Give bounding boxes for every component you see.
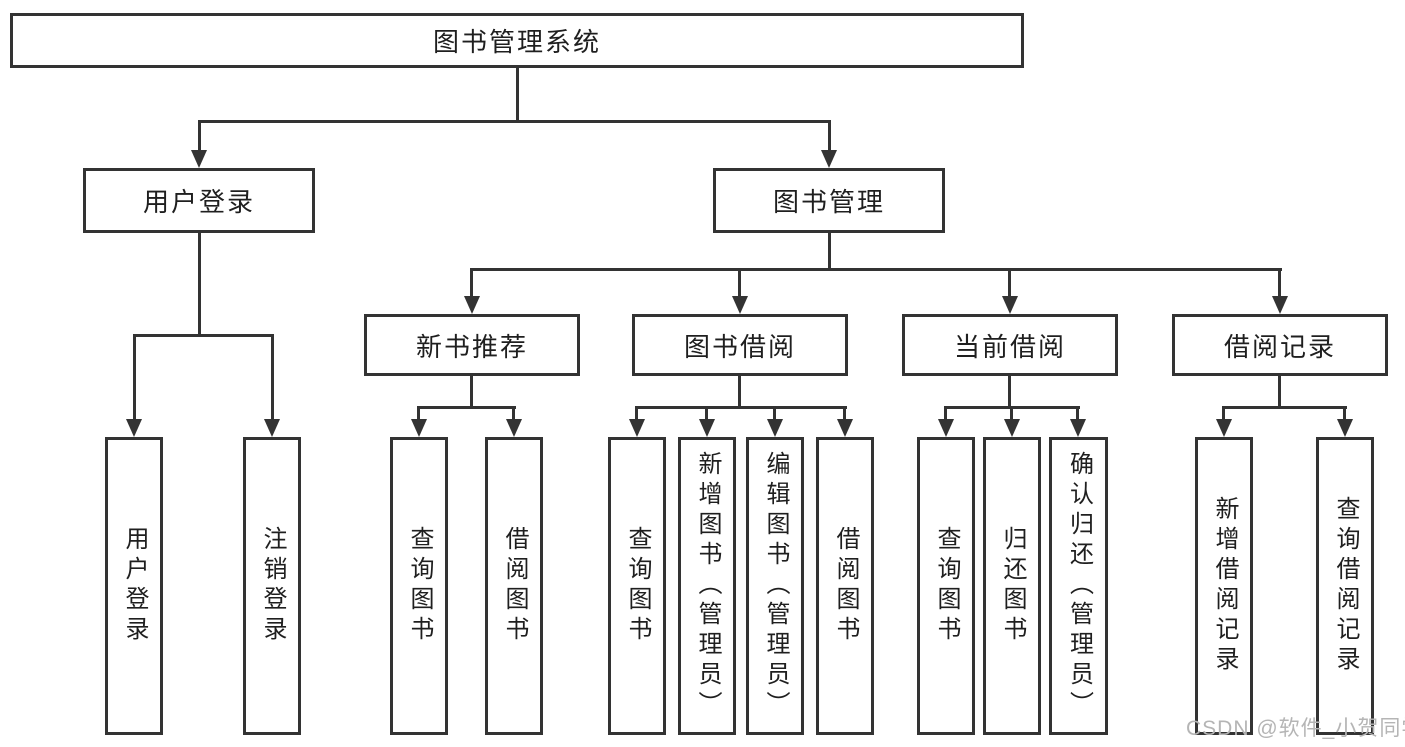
arrowhead-down — [938, 419, 954, 437]
connector-line — [1343, 406, 1346, 421]
leaf-query-books-borrowing-label: 查询图书 — [624, 526, 651, 646]
node-book-management-label: 图书管理 — [772, 187, 885, 217]
connector-line — [773, 406, 776, 421]
connector-line — [271, 334, 274, 421]
connector-line — [828, 120, 831, 152]
node-root-library-management-system: 图书管理系统 — [10, 13, 1024, 68]
arrowhead-down — [1272, 296, 1288, 314]
connector-line — [1076, 406, 1079, 421]
arrowhead-down — [1070, 419, 1086, 437]
arrowhead-down — [629, 419, 645, 437]
leaf-query-books-current-label: 查询图书 — [933, 526, 960, 646]
node-book-borrowing: 图书借阅 — [632, 314, 848, 376]
connector-line — [512, 406, 515, 421]
arrowhead-down — [191, 150, 207, 168]
arrowhead-down — [1216, 419, 1232, 437]
leaf-add-books-admin-label: 新增图书（管理员） — [694, 451, 721, 721]
leaf-borrow-books-borrowing-label: 借阅图书 — [832, 526, 859, 646]
connector-line — [198, 233, 201, 336]
leaf-borrow-books-borrowing: 借阅图书 — [816, 437, 874, 735]
leaf-user-login: 用户登录 — [105, 437, 163, 735]
arrowhead-down — [464, 296, 480, 314]
leaf-query-books-recommend-label: 查询图书 — [406, 526, 433, 646]
watermark: CSDN @软件_小贺同学 — [1186, 717, 1405, 740]
connector-line — [470, 268, 473, 298]
connector-line — [738, 268, 741, 298]
node-new-book-recommend-label: 新书推荐 — [415, 331, 528, 362]
arrowhead-down — [699, 419, 715, 437]
connector-line — [1008, 268, 1011, 298]
node-book-management: 图书管理 — [713, 168, 945, 233]
node-user-login: 用户登录 — [83, 168, 315, 233]
connector-line — [705, 406, 708, 421]
leaf-edit-books-admin: 编辑图书（管理员） — [746, 437, 804, 735]
connector-line — [828, 233, 831, 270]
connector-line — [417, 406, 420, 421]
connector-line — [470, 268, 1282, 271]
connector-line — [198, 120, 831, 123]
node-current-borrowing: 当前借阅 — [902, 314, 1118, 376]
node-root-label: 图书管理系统 — [432, 27, 601, 57]
connector-line — [1222, 406, 1347, 409]
leaf-return-books: 归还图书 — [983, 437, 1041, 735]
leaf-query-borrow-record-label: 查询借阅记录 — [1332, 496, 1359, 676]
leaf-logout: 注销登录 — [243, 437, 301, 735]
leaf-query-books-borrowing: 查询图书 — [608, 437, 666, 735]
connector-line — [1222, 406, 1225, 421]
arrowhead-down — [1002, 296, 1018, 314]
connector-line — [1010, 406, 1013, 421]
arrowhead-down — [821, 150, 837, 168]
leaf-query-borrow-record: 查询借阅记录 — [1316, 437, 1374, 735]
leaf-confirm-return-admin-label: 确认归还（管理员） — [1065, 451, 1093, 721]
leaf-user-login-label: 用户登录 — [121, 526, 148, 646]
node-user-login-label: 用户登录 — [142, 187, 255, 217]
arrowhead-down — [1337, 419, 1353, 437]
arrowhead-down — [1004, 419, 1020, 437]
connector-line — [738, 376, 741, 408]
connector-line — [1008, 376, 1011, 408]
connector-line — [133, 334, 136, 421]
connector-line — [944, 406, 947, 421]
connector-line — [133, 334, 274, 337]
node-borrowing-records: 借阅记录 — [1172, 314, 1388, 376]
arrowhead-down — [837, 419, 853, 437]
arrowhead-down — [506, 419, 522, 437]
node-borrowing-records-label: 借阅记录 — [1223, 331, 1336, 362]
connector-line — [417, 406, 516, 409]
connector-line — [198, 120, 201, 152]
connector-line — [470, 376, 473, 408]
arrowhead-down — [264, 419, 280, 437]
leaf-confirm-return-admin: 确认归还（管理员） — [1049, 437, 1108, 735]
arrowhead-down — [411, 419, 427, 437]
arrowhead-down — [767, 419, 783, 437]
leaf-logout-label: 注销登录 — [259, 526, 286, 646]
connector-line — [1278, 268, 1281, 298]
leaf-add-borrow-record-label: 新增借阅记录 — [1211, 496, 1238, 676]
node-current-borrowing-label: 当前借阅 — [953, 331, 1066, 362]
leaf-edit-books-admin-label: 编辑图书（管理员） — [762, 451, 789, 721]
leaf-add-borrow-record: 新增借阅记录 — [1195, 437, 1253, 735]
leaf-query-books-recommend: 查询图书 — [390, 437, 448, 735]
connector-line — [635, 406, 638, 421]
leaf-borrow-books-recommend: 借阅图书 — [485, 437, 543, 735]
connector-line — [843, 406, 846, 421]
arrowhead-down — [126, 419, 142, 437]
connector-line — [1278, 376, 1281, 408]
arrowhead-down — [732, 296, 748, 314]
node-new-book-recommend: 新书推荐 — [364, 314, 580, 376]
leaf-return-books-label: 归还图书 — [999, 526, 1026, 646]
connector-line — [516, 68, 519, 122]
node-book-borrowing-label: 图书借阅 — [683, 331, 796, 362]
leaf-query-books-current: 查询图书 — [917, 437, 975, 735]
connector-line — [635, 406, 847, 409]
leaf-add-books-admin: 新增图书（管理员） — [678, 437, 736, 735]
leaf-borrow-books-recommend-label: 借阅图书 — [501, 526, 528, 646]
